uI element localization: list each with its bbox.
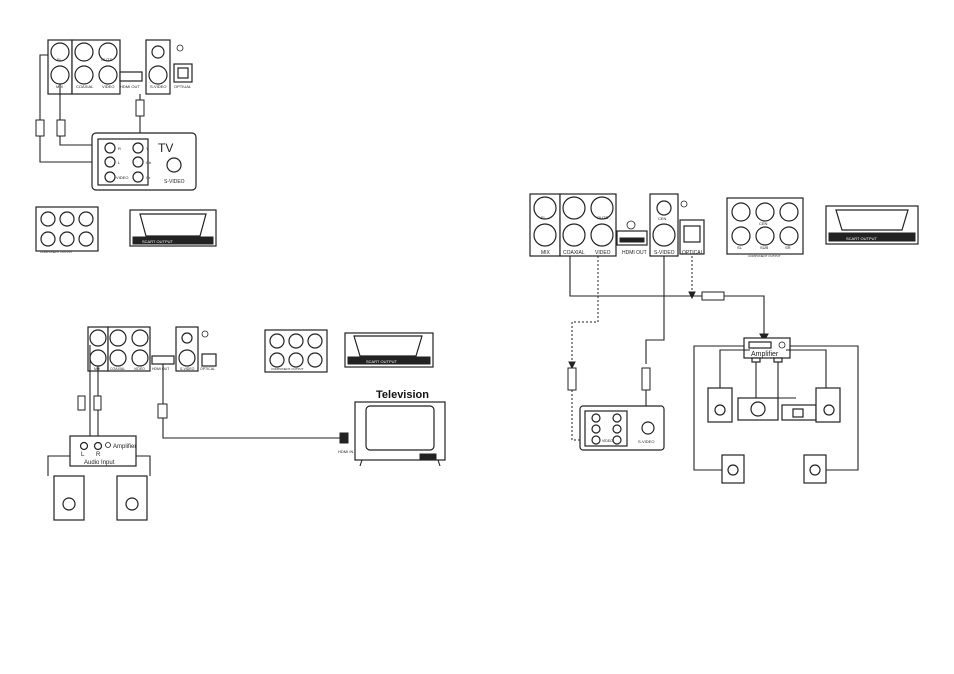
component-output-panel-1: COMPONENT OUTPUT: [35, 206, 99, 254]
speaker-center: [737, 397, 779, 421]
tv-label-video-3: VIDEO: [602, 439, 613, 443]
speaker-rear-right: [803, 454, 827, 484]
jack-label-sl: SL: [737, 245, 743, 250]
jack-label-fl: FL: [57, 57, 62, 62]
tv-label-svideo: S-VIDEO: [164, 179, 185, 185]
jack-label-video-2: VIDEO: [134, 367, 145, 371]
amplifier-r-label: R: [96, 452, 101, 458]
jack-label-optical-3: OPTICAL: [682, 250, 704, 256]
speaker-subwoofer: [781, 404, 817, 421]
player-rear-panel-3: FL OUTS CEN MIX COAXIAL VIDEO HDMI OUT S…: [529, 193, 705, 257]
scart-output-panel-1: SCART OUTPUT: [129, 209, 217, 247]
speaker-left-1: [53, 475, 85, 521]
jack-label-optical: OPTIUAL: [174, 84, 192, 89]
tv-label-r: R: [118, 146, 121, 151]
tv-input-panel-3: VIDEO S-VIDEO: [579, 405, 665, 451]
component-output-label-3: COMPONENT OUTPUT: [748, 254, 781, 258]
scart-output-panel-2: SCART OUTPUT: [344, 332, 434, 368]
component-output-label-1: COMPONENT OUTPUT: [40, 250, 73, 254]
tv-label-cb: Cb: [146, 160, 152, 165]
player-rear-panel-1: FL MIX COAXIAL VIDEO HDMI OUT S-VIDEO OP…: [47, 39, 193, 95]
jack-label-cen-3: CEN: [658, 216, 667, 221]
jack-label-mix-2: MIX: [94, 367, 101, 371]
television-hdmi-in-label: HDMI IN: [338, 449, 353, 454]
amplifier-right: Amplifier: [743, 337, 791, 363]
jack-label-cen-comp: CEN: [759, 221, 768, 226]
speaker-front-left: [707, 387, 733, 423]
speaker-front-right: [815, 387, 841, 423]
scart-output-panel-3: SCART OUTPUT: [825, 205, 919, 245]
jack-label-svideo-3: S-VIDEO: [654, 250, 675, 256]
jack-label-svideo-2: S-VIDEO: [180, 367, 195, 371]
jack-label-hdmi-out: HDMI OUT: [120, 84, 140, 89]
amplifier-right-label: Amplifier: [751, 351, 779, 358]
jack-label-mix-3: MIX: [541, 250, 551, 256]
tv-label-y: Y: [146, 146, 149, 151]
jack-label-sub: SUB: [760, 245, 769, 250]
jack-label-sr: SR: [785, 245, 791, 250]
scart-output-label-1: SCART OUTPUT: [142, 239, 174, 244]
amplifier-audio-input-label: Audio Input: [84, 460, 115, 466]
jack-label-video-3: VIDEO: [595, 250, 611, 256]
jack-label-video: VIDEO: [102, 84, 114, 89]
jack-label-coaxial: COAXIAL: [76, 84, 94, 89]
television: Television HDMI IN: [338, 389, 446, 467]
jack-label-optical-2: OPTICAL: [200, 367, 215, 371]
tv-title: TV: [158, 141, 173, 155]
jack-label-coaxial-3: COAXIAL: [563, 250, 585, 256]
amplifier-left-label: Amplifier: [113, 444, 136, 450]
speaker-rear-left: [721, 454, 745, 484]
jack-label-outs-3: OUTS: [597, 215, 608, 220]
jack-label-fl-3: FL: [541, 215, 546, 220]
jack-label-svideo: S-VIDEO: [150, 84, 166, 89]
tv-label-l: L: [118, 160, 121, 165]
tv-label-svideo-3: S-VIDEO: [638, 439, 654, 444]
scart-output-label-2: SCART OUTPUT: [366, 359, 398, 364]
tv-label-video: VIDEO: [116, 175, 128, 180]
amplifier-l-label: L: [81, 452, 85, 458]
jack-label-outs: OUTS: [101, 57, 112, 62]
component-output-panel-2: COMPONENT OUTPUT: [264, 329, 328, 373]
television-title: Television: [376, 389, 429, 401]
tv-input-panel: R L VIDEO Y Cb Cr TV S-VIDEO: [91, 132, 197, 191]
speaker-left-2: [116, 475, 148, 521]
jack-label-coaxial-2: COAXIAL: [110, 367, 125, 371]
jack-label-hdmi-out-2: HDMI OUT: [152, 367, 170, 371]
scart-output-label-3: SCART OUTPUT: [846, 236, 878, 241]
tv-label-cr: Cr: [146, 175, 151, 180]
component-output-label-2: COMPONENT OUTPUT: [271, 367, 304, 371]
player-rear-panel-2: MIX COAXIAL VIDEO HDMI OUT S-VIDEO OPTIC…: [87, 326, 217, 372]
component-output-panel-3: CEN SL SUB SR COMPONENT OUTPUT: [726, 197, 804, 258]
amplifier-left: Amplifier L R Audio Input: [69, 435, 137, 467]
jack-label-hdmi-out-3: HDMI OUT: [622, 250, 647, 256]
